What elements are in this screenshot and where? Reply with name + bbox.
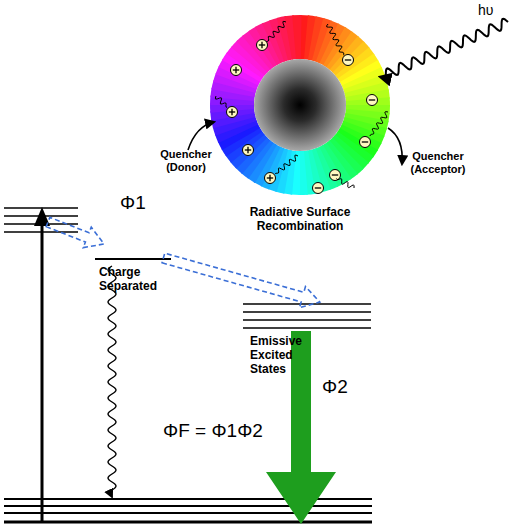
plus-bar [261, 42, 262, 48]
electron-symbol [343, 55, 354, 66]
ground-levels [4, 499, 372, 522]
hole-symbol [231, 65, 242, 76]
hole-symbol [265, 173, 276, 184]
ring-segment [292, 15, 301, 59]
charge-circle [257, 40, 268, 51]
plus-bar [269, 175, 270, 181]
quencher-arrow [188, 122, 214, 150]
plus-bar [247, 147, 248, 153]
charge-circle [367, 95, 378, 106]
minus-bar [345, 59, 351, 60]
energy-level [243, 311, 371, 313]
wavy-line [336, 178, 354, 188]
energy-level [243, 327, 371, 329]
wavy-line [327, 24, 344, 55]
charge-circle [313, 183, 324, 194]
hole-symbol [227, 107, 238, 118]
electron-symbol [330, 170, 341, 181]
emissive-states-level: Emissive Excited States [243, 302, 371, 386]
core [254, 59, 346, 151]
yield-symbol: Φ1 [120, 192, 160, 214]
plus-bar [235, 67, 236, 73]
hole-symbol [257, 40, 268, 51]
minus-bar [332, 174, 338, 175]
minus-bar [315, 187, 321, 188]
energy-level [243, 303, 371, 305]
particle-caption: Radiative Surface Recombination [232, 206, 368, 234]
wavy-line [215, 96, 227, 108]
transfer-arrow [46, 217, 104, 247]
energy-level [4, 512, 372, 514]
charge-circle [343, 55, 354, 66]
energy-level [4, 505, 372, 507]
absorption-arrow [41, 222, 44, 521]
electron-symbol [367, 95, 378, 106]
charge-circle [360, 137, 371, 148]
charge-circle [243, 145, 254, 156]
shell-ring [210, 15, 390, 195]
charges [227, 40, 378, 194]
charge-circle [265, 173, 276, 184]
minus-bar [369, 99, 375, 100]
energy-level [243, 319, 371, 321]
charge-circle [330, 170, 341, 181]
transfer-arrow [162, 253, 320, 308]
energy-level [4, 207, 78, 209]
minus-bar [362, 141, 368, 142]
hole-symbol [243, 145, 254, 156]
charge-circle [227, 107, 238, 118]
yield-symbol: Φ2 [322, 376, 362, 398]
charge-separated-level: Charge Separated [95, 258, 171, 300]
quencher-label: Quencher (Acceptor) [396, 150, 480, 175]
wavy-line [275, 155, 298, 174]
wavy-line [266, 21, 286, 41]
energy-level [4, 521, 372, 524]
level-label: Emissive Excited States [250, 334, 320, 376]
plus-bar [231, 109, 232, 115]
wavy-line [108, 266, 116, 497]
wavy-line [380, 19, 508, 78]
quencher-label: Quencher (Donor) [150, 148, 222, 173]
level-label: Charge Separated [99, 265, 171, 293]
charge-circle [231, 65, 242, 76]
electron-symbol [313, 183, 324, 194]
wavy-line [370, 112, 388, 136]
emissive-levels [243, 304, 371, 328]
electron-symbol [360, 137, 371, 148]
photon-label: hυ [478, 2, 514, 18]
yield-equation: ΦF = Φ1Φ2 [163, 420, 293, 442]
quencher-arrow [388, 128, 402, 164]
